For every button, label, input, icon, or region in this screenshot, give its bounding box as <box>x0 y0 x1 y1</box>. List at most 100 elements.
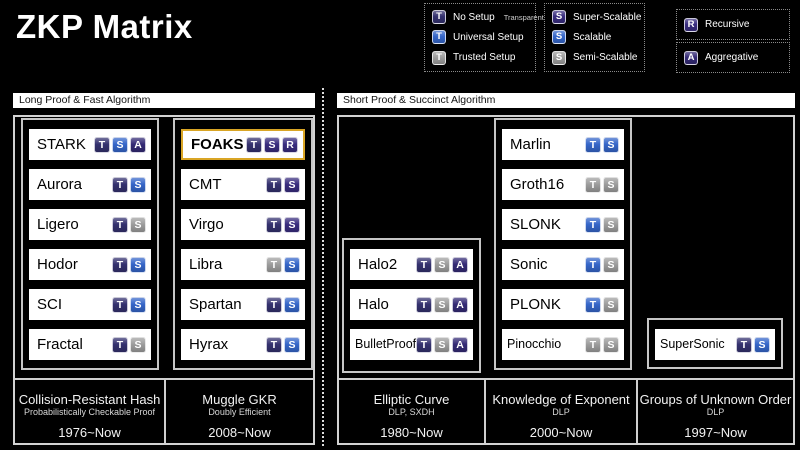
legend-label: Universal Setup <box>453 31 524 43</box>
legend-item-scalable: S Scalable <box>552 30 637 45</box>
badge-t-tn-icon: T <box>266 296 282 313</box>
footer-title: Groups of Unknown Order <box>639 392 792 407</box>
section-divider <box>322 88 324 446</box>
footer-title: Collision-Resistant Hash <box>18 392 161 407</box>
badge-t-tn-icon: T <box>112 336 128 353</box>
badge-s-sm-icon: S <box>552 50 566 65</box>
badge-s-ss-icon: S <box>284 176 300 193</box>
badge-s-sm-icon: S <box>603 176 619 193</box>
proof-name: STARK <box>37 136 86 153</box>
footer-row-right: Elliptic Curve DLP, SXDH 1980~Now Knowle… <box>339 378 793 443</box>
legend-suffix: Transparent <box>503 12 544 22</box>
legend-item-no-setup: T No Setup Transparent <box>432 10 544 25</box>
badge-t-tn-icon: T <box>416 296 432 313</box>
badge-s-sm-icon: S <box>434 336 450 353</box>
badge-s-sm-icon: S <box>603 336 619 353</box>
badge-s-sm-icon: S <box>434 296 450 313</box>
proof-name: Aurora <box>37 176 83 193</box>
footer-row-left: Collision-Resistant Hash Probabilistical… <box>15 378 313 443</box>
badge-s-sm-icon: S <box>603 296 619 313</box>
footer-title: Elliptic Curve <box>373 392 450 407</box>
footer-elliptic-curve: Elliptic Curve DLP, SXDH 1980~Now <box>339 380 486 443</box>
footer-muggle-gkr: Muggle GKR Doubly Efficient 2008~Now <box>166 380 313 443</box>
proof-name: SCI <box>37 296 63 313</box>
badge-t-tu-icon: T <box>432 30 446 45</box>
badge-t-tn-icon: T <box>266 176 282 193</box>
badge-a-a-icon: A <box>684 50 698 65</box>
badge-t-tu-icon: T <box>585 256 601 273</box>
proof-name: CMT <box>189 176 222 193</box>
footer-subtitle: DLP <box>552 407 570 417</box>
footer-years: 2008~Now <box>208 425 271 440</box>
proof-name: Fractal <box>37 336 83 353</box>
badge-s-sc-icon: S <box>284 256 300 273</box>
legend-group-setup: T No Setup Transparent T Universal Setup… <box>424 3 544 72</box>
badge-t-tn-icon: T <box>736 336 752 353</box>
proof-name: Sonic <box>510 256 548 273</box>
legend-item-semi-scalable: S Semi-Scalable <box>552 50 638 65</box>
legend-label: Scalable <box>573 31 612 43</box>
badge-group: T <box>432 50 446 65</box>
proof-name: BulletProof <box>355 337 417 351</box>
badge-a-a-icon: A <box>130 136 146 153</box>
legend-group-scalability: S Super-Scalable S Scalable S Semi-Scala… <box>544 3 645 72</box>
footer-years: 2000~Now <box>529 425 593 440</box>
badge-s-sc-icon: S <box>130 176 146 193</box>
badge-s-ss-icon: S <box>284 216 300 233</box>
badge-a-a-icon: A <box>452 336 468 353</box>
badge-group: T <box>432 10 446 25</box>
badge-group: S <box>552 50 566 65</box>
legend-label: Recursive <box>705 19 750 30</box>
proof-name: Halo <box>358 296 389 313</box>
badge-a-a-icon: A <box>452 256 468 273</box>
legend-item-recursive: R Recursive <box>684 17 782 32</box>
badge-t-tn-icon: T <box>112 176 128 193</box>
legend-item-aggregative: A Aggregative <box>684 50 782 65</box>
legend-label: Super-Scalable <box>573 11 642 23</box>
legend-group-recursive: R Recursive <box>676 9 790 40</box>
section-header-short-proof: Short Proof & Succinct Algorithm <box>337 93 795 108</box>
footer-knowledge-of-exponent: Knowledge of Exponent DLP 2000~Now <box>486 380 638 443</box>
badge-t-tt-icon: T <box>266 256 282 273</box>
footer-title: Knowledge of Exponent <box>492 392 630 407</box>
proof-name: SLONK <box>510 216 561 233</box>
legend-label: Semi-Scalable <box>573 52 638 64</box>
legend-item-trusted-setup: T Trusted Setup <box>432 50 528 65</box>
legend-item-universal-setup: T Universal Setup <box>432 30 528 45</box>
badge-group: R <box>684 17 698 32</box>
footer-subtitle: Probabilistically Checkable Proof <box>23 407 156 417</box>
